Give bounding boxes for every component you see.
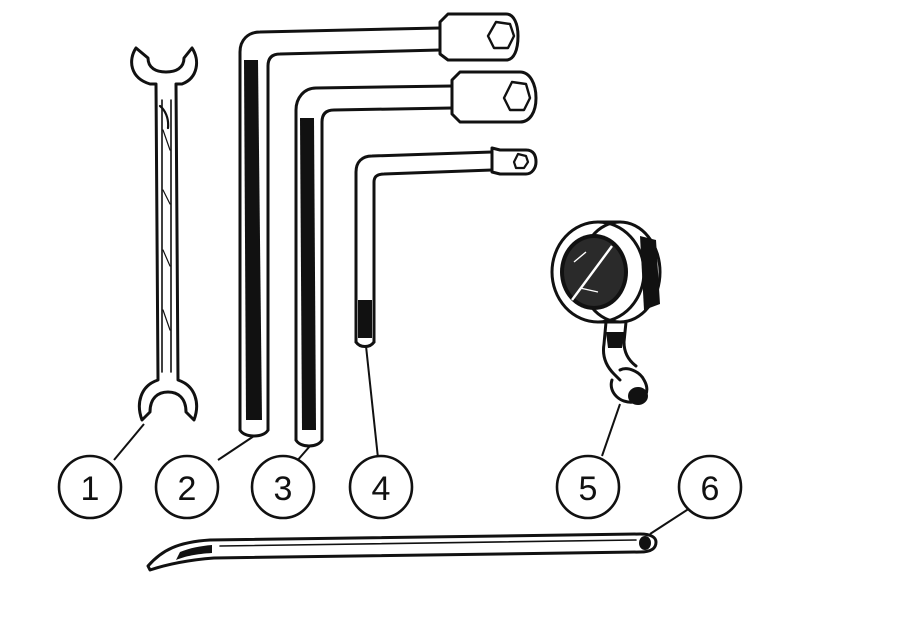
callout-5: 5: [555, 454, 621, 520]
leader-line-5: [601, 403, 621, 457]
callout-3-label: 3: [274, 470, 293, 508]
callout-6-label: 6: [701, 470, 720, 508]
leader-line-4: [365, 345, 379, 459]
tire-lever-icon: [146, 532, 658, 572]
callout-1: 1: [57, 454, 123, 520]
leader-line-2: [217, 435, 255, 461]
medium-socket-l-wrench-icon: [294, 70, 538, 448]
leader-line-6: [649, 507, 691, 535]
callout-2: 2: [154, 454, 220, 520]
small-socket-l-wrench-icon: [354, 146, 538, 348]
callout-2-label: 2: [178, 470, 197, 508]
leader-lines: [113, 345, 691, 535]
callout-5-label: 5: [579, 470, 598, 508]
callout-4-label: 4: [372, 470, 391, 508]
leader-line-1: [113, 423, 145, 461]
large-socket-l-wrench-icon: [238, 12, 520, 438]
callout-4: 4: [348, 454, 414, 520]
open-end-wrench-icon: [130, 46, 199, 422]
callout-3: 3: [250, 454, 316, 520]
callout-6: 6: [677, 454, 743, 520]
callout-1-label: 1: [81, 470, 100, 508]
pressure-gauge-icon: [550, 220, 662, 405]
